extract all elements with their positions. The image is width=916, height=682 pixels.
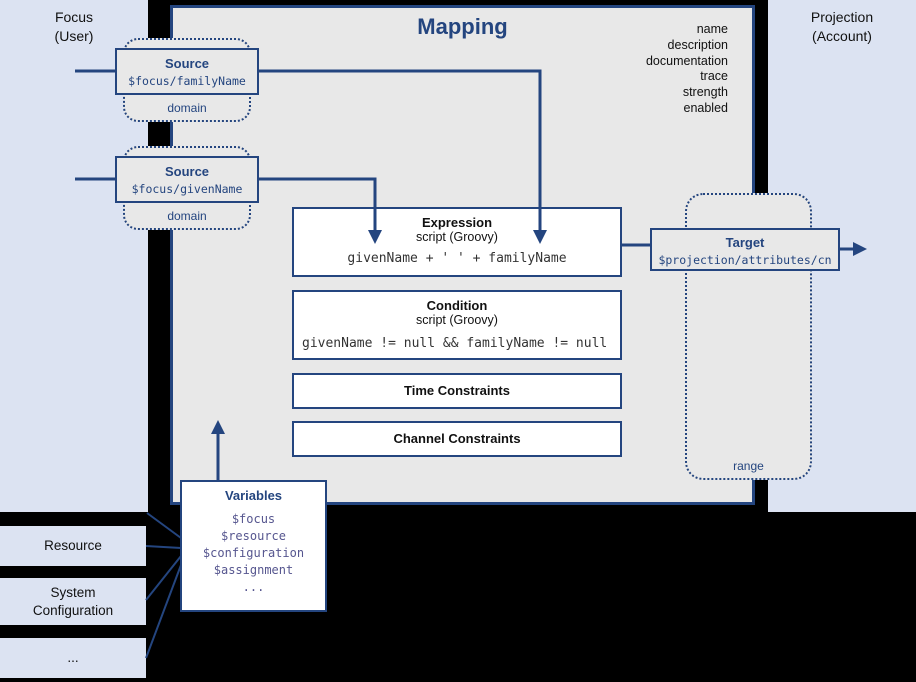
variable-item: $focus (231, 512, 276, 526)
source-box-givenname: Source $focus/givenName (115, 156, 259, 203)
external-label: Resource (44, 538, 102, 554)
channel-constraints-box: Channel Constraints (292, 421, 622, 457)
variable-item: ... (242, 580, 265, 594)
connector-sysconfig-to-variables (145, 555, 182, 601)
source-path: $focus/givenName (131, 182, 243, 196)
connector-ellipsis-to-variables (145, 564, 182, 659)
domain-label: domain (167, 101, 207, 115)
range-label: range (733, 459, 764, 473)
variables-list: $focus $resource $configuration $assignm… (182, 511, 325, 596)
source-title: Source (164, 56, 210, 71)
target-title: Target (725, 235, 765, 250)
external-box-ellipsis: ... (0, 638, 146, 678)
mapping-attribute: description (667, 37, 728, 52)
mapping-title: Mapping (417, 14, 508, 39)
connector-resource-to-variables (145, 545, 182, 549)
condition-code: givenName != null && familyName != null (302, 336, 608, 351)
projection-panel-label: Projection (Account) (810, 9, 874, 44)
channel-constraints-title: Channel Constraints (393, 431, 521, 446)
variable-item: $resource (220, 529, 287, 543)
connector-focus-to-variables (146, 512, 182, 539)
mapping-attribute-list: name description documentation trace str… (600, 22, 728, 117)
expression-box: Expression script (Groovy) givenName + '… (292, 207, 622, 277)
condition-subtitle: script (Groovy) (416, 313, 498, 327)
variables-box: Variables $focus $resource $configuratio… (180, 480, 327, 612)
external-label: System Configuration (32, 584, 114, 618)
time-constraints-box: Time Constraints (292, 373, 622, 409)
domain-label: domain (167, 209, 207, 223)
variable-item: $configuration (202, 546, 305, 560)
source-box-familyname: Source $focus/familyName (115, 48, 259, 95)
mapping-attribute: enabled (683, 100, 729, 115)
time-constraints-title: Time Constraints (404, 383, 510, 398)
expression-title: Expression (421, 215, 493, 230)
variables-title: Variables (224, 488, 283, 503)
condition-box: Condition script (Groovy) givenName != n… (292, 290, 622, 360)
mapping-attribute: trace (700, 69, 728, 84)
target-path: $projection/attributes/cn (658, 253, 832, 267)
external-label: ... (67, 650, 79, 666)
source-title: Source (164, 164, 210, 179)
mapping-attribute: documentation (645, 53, 728, 68)
source-path: $focus/familyName (128, 74, 246, 88)
condition-title: Condition (426, 298, 488, 313)
expression-subtitle: script (Groovy) (416, 230, 498, 244)
external-box-resource: Resource (0, 526, 146, 566)
variable-item: $assignment (213, 563, 294, 577)
external-box-system-configuration: System Configuration (0, 578, 146, 625)
mapping-attribute: strength (682, 85, 728, 100)
mapping-attribute: name (696, 22, 728, 36)
expression-code: givenName + ' ' + familyName (347, 251, 567, 266)
target-box: Target $projection/attributes/cn (650, 228, 840, 271)
focus-panel-label: Focus (User) (54, 9, 94, 44)
